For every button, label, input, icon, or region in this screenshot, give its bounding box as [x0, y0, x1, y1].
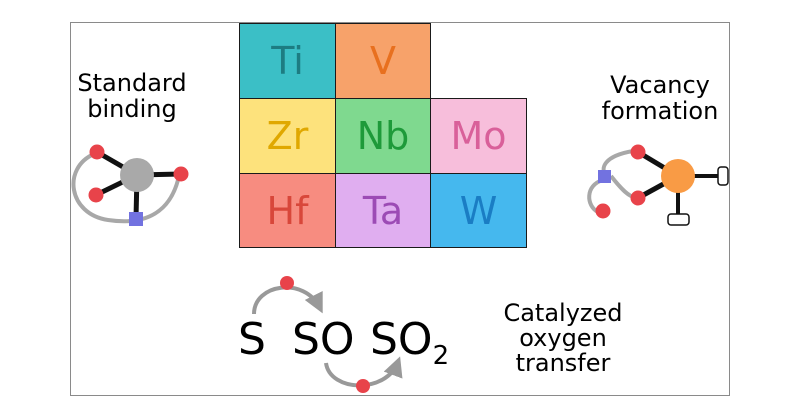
- species-so: SO: [292, 318, 355, 362]
- vacancy-site-right: [717, 166, 729, 186]
- vacancy-formation-complex: [587, 144, 729, 226]
- oxygen-atom: [630, 190, 646, 206]
- oxygen-atom: [173, 166, 189, 182]
- element-cell-ta: Ta: [335, 173, 431, 248]
- catalyzed-transfer-label: Catalyzed oxygen transfer: [478, 299, 648, 378]
- vacancy-formation-label: Vacancy formation: [585, 72, 735, 125]
- oxygen-atom: [88, 187, 104, 203]
- metal-center-atom: [661, 159, 695, 193]
- element-cell-hf: Hf: [239, 173, 336, 248]
- standard-binding-line-1: Standard: [77, 69, 187, 97]
- standard-binding-line-2: binding: [87, 95, 177, 124]
- species-so-text: SO: [292, 314, 355, 365]
- metal-center-atom: [120, 158, 154, 192]
- standard-binding-loop-arc: [71, 152, 180, 224]
- transfer-arrow-upper: [252, 285, 323, 315]
- element-symbol-ti: Ti: [271, 39, 304, 83]
- oxygen-atom: [89, 144, 105, 160]
- figure-frame: [70, 22, 730, 396]
- oxygen-atom: [595, 203, 611, 219]
- catalyzed-transfer-line-3: transfer: [515, 349, 611, 378]
- species-s-text: S: [238, 314, 266, 365]
- element-cell-w: W: [430, 173, 527, 248]
- element-cell-nb: Nb: [335, 98, 431, 174]
- standard-binding-label: Standard binding: [70, 70, 194, 123]
- element-symbol-mo: Mo: [450, 114, 507, 158]
- transferred-oxygen-atom: [356, 379, 370, 393]
- oxygen-transfer-arrows: [252, 276, 403, 393]
- element-symbol-hf: Hf: [266, 188, 309, 233]
- vacancy-formation-line-1: Vacancy: [610, 71, 710, 99]
- element-symbol-nb: Nb: [356, 114, 410, 158]
- binding-site-marker: [598, 170, 611, 183]
- standard-binding-complex: [71, 144, 189, 226]
- element-symbol-v: V: [370, 39, 396, 83]
- binding-site-marker: [129, 212, 143, 226]
- element-symbol-ta: Ta: [362, 188, 404, 233]
- transferred-oxygen-atom: [280, 276, 294, 290]
- catalyzed-transfer-line-2: oxygen: [519, 324, 607, 353]
- periodic-table-fragment: Ti V Zr Nb Mo Hf Ta W: [239, 23, 527, 248]
- oxygen-atom: [630, 144, 646, 160]
- element-symbol-w: W: [459, 188, 498, 233]
- element-symbol-zr: Zr: [266, 114, 309, 158]
- vacancy-site-bottom: [667, 213, 690, 226]
- species-so2-base: SO: [370, 314, 433, 365]
- species-s: S: [238, 318, 266, 362]
- element-cell-mo: Mo: [430, 98, 527, 174]
- species-so2: SO2: [370, 318, 450, 371]
- vacancy-formation-line-2: formation: [601, 97, 719, 126]
- catalyzed-transfer-line-1: Catalyzed: [503, 299, 623, 327]
- species-so2-subscript: 2: [432, 341, 450, 371]
